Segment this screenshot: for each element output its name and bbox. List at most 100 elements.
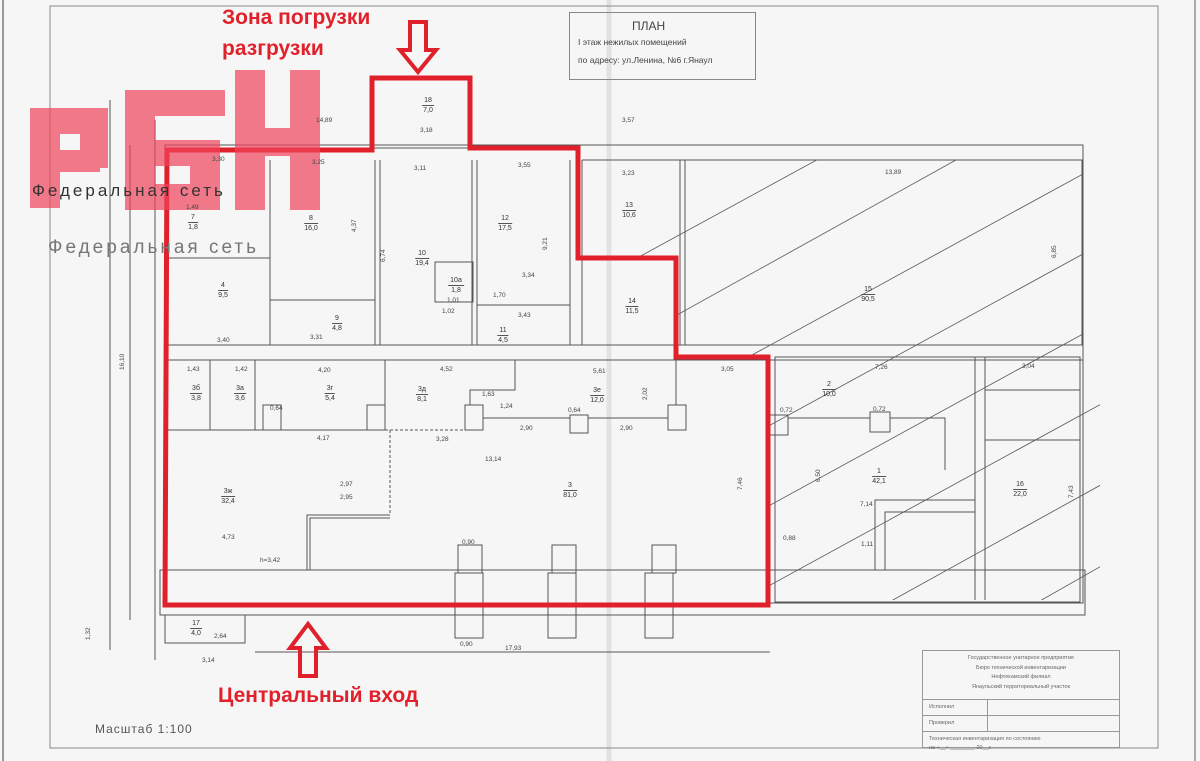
stamp-org-2: Бюро технической инвентаризации [975,665,1067,671]
main-entrance-label: Центральный вход [218,684,419,707]
dimension-label: 1,70 [493,292,506,299]
bti-stamp: Государственное унитарное предприятие Бю… [922,650,1120,751]
dimension-label: 1,49 [186,204,199,211]
dimension-label: 2,90 [620,425,633,432]
dimension-label: 7,43 [1068,485,1075,498]
plan-address: по адресу: ул.Ленина, №6 г.Янаул [578,55,713,65]
dimension-label: 0,88 [783,535,796,542]
dimension-label: 4,17 [317,435,330,442]
dimension-label: 3,18 [420,127,433,134]
dimension-label: 9,21 [542,237,549,250]
dimension-label: 6,85 [1051,245,1058,258]
dimension-label: 13,89 [885,169,902,176]
dimension-label: h=3,42 [260,557,281,564]
dimension-label: 3,43 [518,312,531,319]
dimension-label: 4,20 [318,367,331,374]
loading-zone-label: Зона погрузки [222,6,371,29]
dimension-label: 14,89 [316,117,333,124]
dimension-label: 0,72 [780,407,793,414]
loading-zone-label-2: разгрузки [222,37,324,60]
dimension-label: 4,73 [222,534,235,541]
dimension-label: 13,14 [485,456,502,463]
dimension-label: 2,90 [520,425,533,432]
dimension-label: 3,55 [518,162,531,169]
dimension-label: 6,50 [815,469,822,482]
dimension-label: 3,04 [1022,363,1035,370]
stamp-org-1: Государственное унитарное предприятие [967,655,1075,661]
dimension-label: 0,64 [270,405,283,412]
stamp-footer-2: на «__» ________ 20__г. [929,745,992,751]
scale-label: Масштаб 1:100 [95,722,193,736]
dimension-label: 6,74 [380,249,387,262]
stamp-org-3: Нефтекамский филиал [991,674,1051,680]
stamp-footer-1: Техническая инвентаризация по состоянию [929,736,1041,742]
dimension-label: 2,97 [340,481,353,488]
dimension-label: 1,42 [235,366,248,373]
dimension-label: 3,40 [217,337,230,344]
dimension-label: 3,28 [436,436,449,443]
dimension-label: 2,95 [340,494,353,501]
dimension-label: 0,90 [460,641,473,648]
dimension-label: 3,14 [202,657,215,664]
dimension-label: 1,32 [85,627,92,640]
plan-subtitle: I этаж нежилых помещений [578,37,687,47]
dimension-label: 1,02 [442,308,455,315]
watermark-subtitle: Федеральная сеть [32,181,226,200]
loading-arrow-icon [395,20,441,76]
dimension-label: 3,34 [522,272,535,279]
dimension-label: 1,01 [447,297,460,304]
dimension-label: 3,05 [721,366,734,373]
dimension-label: 4,52 [440,366,453,373]
stamp-checked: Проверил [929,720,955,726]
plan-title: ПЛАН [632,19,666,33]
stamp-executed: Исполнил [929,704,955,710]
dimension-label: 7,14 [860,501,873,508]
dimension-label: 7,26 [875,364,888,371]
dimension-label: 1,43 [187,366,200,373]
stamp-org-4: Янаульский территориальный участок [972,684,1070,690]
dimension-label: 0,64 [568,407,581,414]
dimension-label: 3,30 [212,156,225,163]
dimension-label: 0,72 [873,406,886,413]
dimension-label: 2,64 [214,633,227,640]
dimension-label: 1,11 [861,541,874,548]
dimension-label: 1,63 [482,391,495,398]
watermark-logo [30,70,330,225]
dimension-label: 3,23 [622,170,635,177]
dimension-label: 1,24 [500,403,513,410]
entrance-arrow-icon [286,620,330,678]
dimension-label: 16,10 [119,353,126,370]
dimension-label: 3,57 [622,117,635,124]
dimension-label: 7,46 [737,477,744,490]
dimension-label: 17,93 [505,645,522,652]
dimension-label: 4,37 [351,219,358,232]
dimension-label: 5,61 [593,368,606,375]
dimension-label: 3,25 [312,159,325,166]
plan-title-block: ПЛАН I этаж нежилых помещений по адресу:… [569,12,756,80]
watermark-subtitle-shadow: Федеральная сеть [48,237,260,258]
dimension-label: 0,90 [462,539,475,546]
